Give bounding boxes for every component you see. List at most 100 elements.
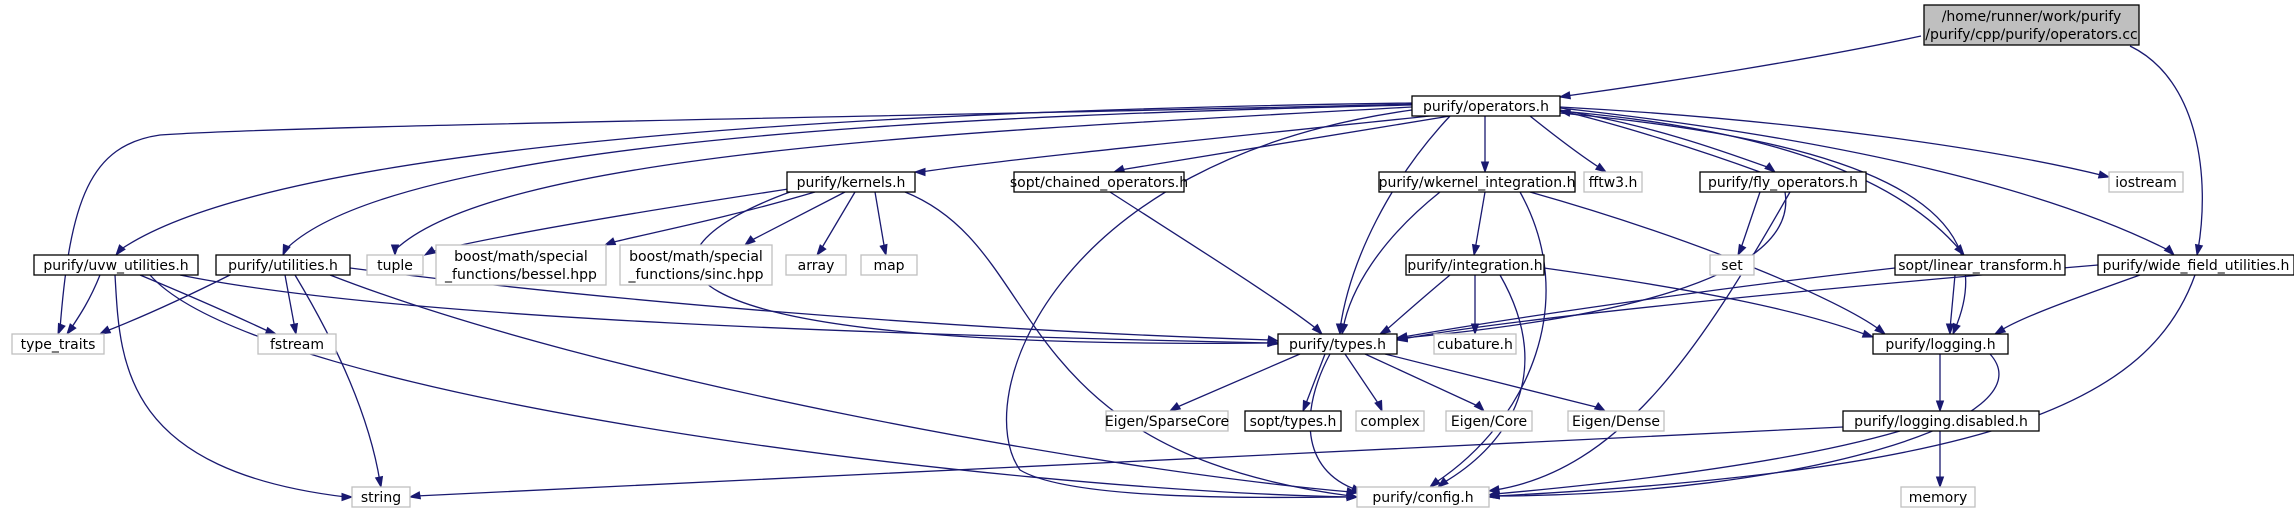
node-kernels[interactable]: purify/kernels.h — [786, 171, 916, 193]
arrowhead-icon — [1593, 401, 1607, 412]
arrowhead-icon — [408, 491, 422, 500]
edge-utilities-to-fstream — [284, 274, 299, 336]
node-box — [785, 254, 847, 276]
edge-line — [904, 191, 1352, 497]
edge-integration-to-config — [1436, 274, 1526, 488]
edge-line — [1434, 191, 1547, 484]
node-label: memory — [1909, 490, 1968, 506]
arrowhead-icon — [341, 492, 354, 502]
node-linear[interactable]: sopt/linear_transform.h — [1894, 254, 2066, 276]
arrowhead-icon — [66, 323, 77, 336]
node-logdisabled[interactable]: purify/logging.disabled.h — [1842, 410, 2040, 432]
arrowhead-icon — [264, 326, 278, 335]
edge-line — [819, 191, 856, 252]
edge-line — [1442, 274, 1526, 484]
node-box — [1872, 333, 2009, 355]
arrowhead-icon — [374, 475, 384, 489]
node-complex: complex — [1355, 410, 1425, 432]
edge-line — [294, 274, 381, 483]
arrowhead-icon — [1436, 477, 1449, 488]
edge-line — [2129, 45, 2203, 251]
node-chained[interactable]: sopt/chained_operators.h — [1010, 171, 1188, 193]
arrowhead-icon — [1345, 491, 1359, 500]
edge-utilities-to-string — [294, 274, 384, 489]
node-box — [1699, 171, 1867, 193]
edge-line — [179, 274, 1273, 344]
node-label: sopt/chained_operators.h — [1010, 175, 1188, 191]
arrowhead-icon — [1487, 489, 1501, 498]
edge-linear-to-logging — [1945, 274, 1956, 336]
edge-integration-to-logging — [1543, 267, 1875, 338]
node-types[interactable]: purify/types.h — [1277, 333, 1398, 355]
node-iostream: iostream — [2108, 171, 2184, 193]
node-label: array — [798, 258, 835, 274]
edge-line — [1384, 353, 1601, 409]
node-label: complex — [1360, 414, 1419, 430]
edge-line — [114, 274, 347, 498]
node-label: _functions/bessel.hpp — [444, 267, 597, 283]
arrowhead-icon — [1594, 162, 1608, 173]
node-label: purify/kernels.h — [797, 175, 906, 191]
node-box — [786, 171, 916, 193]
arrowhead-icon — [816, 244, 827, 257]
node-box — [2097, 254, 2294, 276]
node-utilities[interactable]: purify/utilities.h — [215, 254, 351, 276]
node-integration[interactable]: purify/integration.h — [1405, 254, 1545, 276]
edge-wkernel-to-config — [1428, 191, 1547, 488]
node-sopttypes[interactable]: sopt/types.h — [1244, 410, 1342, 432]
node-label: purify/utilities.h — [228, 258, 338, 274]
edge-logdisabled-to-config — [1487, 430, 1901, 498]
node-wide[interactable]: purify/wide_field_utilities.h — [2097, 254, 2294, 276]
node-cubature: cubature.h — [1433, 333, 1517, 355]
node-box — [1433, 333, 1517, 355]
node-config: purify/config.h — [1356, 486, 1490, 508]
node-label: tuple — [377, 258, 413, 274]
edge-line — [1339, 115, 1451, 330]
edge-line — [1559, 110, 1961, 251]
node-memory: memory — [1900, 486, 1976, 508]
edge-operators-to-wide — [1559, 107, 2176, 257]
node-box — [1567, 410, 1665, 432]
arrowhead-icon — [743, 235, 756, 246]
node-label: Eigen/SparseCore — [1105, 414, 1229, 430]
arrowhead-icon — [879, 243, 888, 257]
node-fly[interactable]: purify/fly_operators.h — [1699, 171, 1867, 193]
arrowhead-icon — [913, 167, 926, 177]
edge-wide-to-config — [1487, 274, 2196, 500]
edge-line — [1402, 191, 1787, 339]
edge-types-to-complex — [1344, 353, 1383, 413]
arrowhead-icon — [1874, 324, 1887, 335]
edge-operators-to-type_traits — [57, 103, 1413, 336]
node-label: cubature.h — [1437, 337, 1513, 353]
node-operators[interactable]: purify/operators.h — [1411, 95, 1561, 117]
edge-line — [1109, 191, 1319, 331]
node-array: array — [785, 254, 847, 276]
edge-line — [1529, 115, 1601, 169]
edge-kernels-to-bessel — [603, 191, 816, 246]
node-box — [860, 254, 918, 276]
arrowhead-icon — [1395, 334, 1409, 343]
edge-line — [1543, 267, 1868, 336]
edge-root-to-wide — [2129, 45, 2204, 257]
edge-logdisabled-to-memory — [1935, 431, 1945, 489]
arrowhead-icon — [115, 244, 126, 257]
node-wkernel[interactable]: purify/wkernel_integration.h — [1378, 171, 1576, 193]
node-box — [1411, 95, 1561, 117]
node-label: map — [873, 258, 904, 274]
arrowhead-icon — [423, 245, 437, 256]
edge-operators-to-iostream — [1559, 106, 2111, 179]
node-dense: Eigen/Dense — [1567, 410, 1665, 432]
arrowhead-icon — [1471, 243, 1481, 257]
edge-line — [284, 104, 1413, 251]
arrowhead-icon — [1993, 324, 2007, 335]
node-label: fstream — [270, 337, 324, 353]
node-label: purify/fly_operators.h — [1708, 175, 1858, 191]
edge-operators-to-config — [1005, 109, 1413, 502]
node-label: sopt/types.h — [1250, 414, 1337, 430]
edge-integration-to-types — [1378, 274, 1451, 335]
node-box — [1277, 333, 1398, 355]
arrowhead-icon — [2194, 243, 2204, 257]
edge-line — [1565, 111, 1761, 173]
node-logging[interactable]: purify/logging.h — [1872, 333, 2009, 355]
node-uvw[interactable]: purify/uvw_utilities.h — [33, 254, 199, 276]
